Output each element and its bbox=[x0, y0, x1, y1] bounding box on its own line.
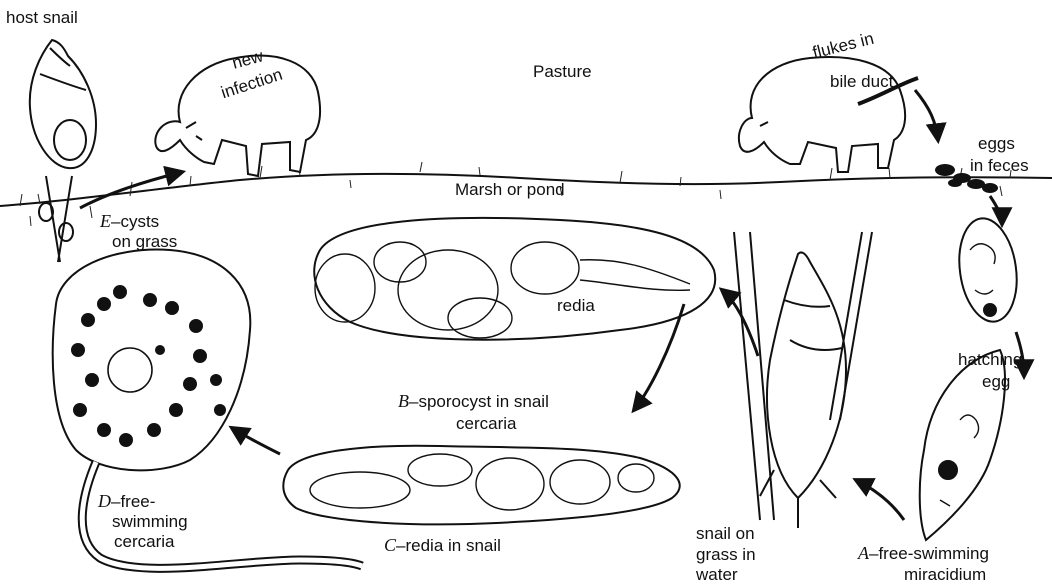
label-e-cysts-text: –cysts bbox=[111, 212, 159, 231]
label-miracidium: miracidium bbox=[904, 565, 986, 584]
label-cercaria-pointer: cercaria bbox=[456, 414, 516, 433]
label-water: water bbox=[696, 565, 738, 584]
label-a-letter: A bbox=[858, 543, 869, 563]
label-hatching: hatching bbox=[958, 350, 1022, 369]
label-marsh-or-pond: Marsh or pond bbox=[455, 180, 565, 199]
snail-on-grass bbox=[734, 232, 872, 528]
label-redia: redia bbox=[557, 296, 595, 315]
label-c-redia-in-snail: C–redia in snail bbox=[384, 536, 501, 555]
arrow-sporocyst-to-cercaria bbox=[232, 428, 280, 454]
label-e-cysts: E–cysts bbox=[100, 212, 159, 231]
label-d-free-text: –free- bbox=[111, 492, 155, 511]
label-b-text: –sporocyst in snail bbox=[409, 392, 549, 411]
label-c-text: –redia in snail bbox=[396, 536, 501, 555]
hatching-egg bbox=[953, 215, 1023, 326]
redia-in-snail bbox=[283, 446, 679, 525]
label-d-letter: D bbox=[98, 491, 111, 511]
arrow-miracidium-to-snail bbox=[856, 480, 904, 520]
label-c-letter: C bbox=[384, 535, 396, 555]
label-grass-in: grass in bbox=[696, 545, 756, 564]
label-on-grass: on grass bbox=[112, 232, 177, 251]
label-bile-duct: bile duct bbox=[830, 72, 893, 91]
host-snail-illustration bbox=[30, 40, 96, 168]
arrow-sheep-to-eggs bbox=[915, 90, 938, 140]
label-snail-on: snail on bbox=[696, 524, 755, 543]
label-d-swimming: swimming bbox=[112, 512, 188, 531]
label-eggs: eggs bbox=[978, 134, 1015, 153]
label-host-snail: host snail bbox=[6, 8, 78, 27]
label-in-feces: in feces bbox=[970, 156, 1029, 175]
label-e-letter: E bbox=[100, 211, 111, 231]
label-a-free-swimming: A–free-swimming bbox=[858, 544, 989, 563]
sheep-new-infection bbox=[155, 56, 320, 176]
label-d-cercaria: cercaria bbox=[114, 532, 174, 551]
cysts-on-grass bbox=[39, 176, 73, 262]
label-b-sporocyst: B–sporocyst in snail bbox=[398, 392, 549, 411]
label-pasture: Pasture bbox=[533, 62, 592, 81]
label-a-text: –free-swimming bbox=[869, 544, 989, 563]
redia bbox=[314, 218, 715, 340]
label-b-letter: B bbox=[398, 391, 409, 411]
label-egg: egg bbox=[982, 372, 1010, 391]
label-d-free: D–free- bbox=[98, 492, 155, 511]
